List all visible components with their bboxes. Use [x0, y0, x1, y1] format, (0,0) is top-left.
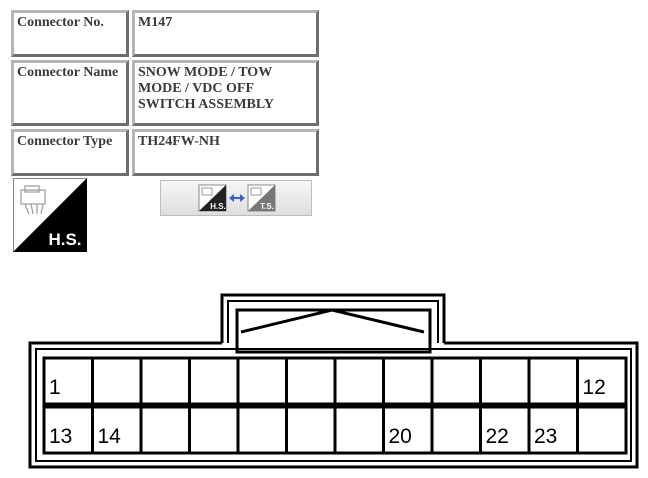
connector-no-row: Connector No. M147	[11, 10, 319, 57]
terminal-cavity	[91, 405, 143, 455]
terminal-cavity	[576, 356, 628, 406]
terminal-side-icon-small: T.S.	[247, 184, 276, 212]
terminal-number: 22	[486, 425, 509, 448]
terminal-cavity	[527, 405, 579, 455]
harness-side-icon-small: H.S.	[198, 184, 227, 212]
connector-latch	[220, 293, 446, 354]
connector-type-row: Connector Type TH24FW-NH	[11, 129, 319, 176]
terminal-cavity	[430, 356, 482, 406]
terminal-cavity	[285, 405, 337, 455]
terminal-number: 13	[49, 425, 72, 448]
terminal-cavity	[236, 356, 288, 406]
terminal-cavity	[527, 356, 579, 406]
connector-name-value: SNOW MODE / TOW MODE / VDC OFF SWITCH AS…	[132, 60, 319, 126]
terminal-number: 23	[534, 425, 557, 448]
terminal-cavity	[236, 405, 288, 455]
terminal-cavity	[91, 356, 143, 406]
connector-type-label: Connector Type	[11, 129, 129, 176]
terminal-cavity	[382, 356, 434, 406]
terminal-cavity	[479, 356, 531, 406]
harness-side-icon: H.S.	[13, 178, 87, 257]
terminal-number: 14	[98, 425, 122, 448]
terminal-number: 1	[49, 376, 61, 399]
terminal-grid: 1 12 13 14 20 22 23	[42, 356, 628, 455]
terminal-cavity	[576, 405, 628, 455]
connector-body	[28, 341, 639, 469]
terminal-cavity	[42, 405, 94, 455]
terminal-cavity	[139, 405, 191, 455]
view-toggle-button[interactable]: H.S. T.S.	[160, 180, 312, 216]
connector-name-row: Connector Name SNOW MODE / TOW MODE / VD…	[11, 60, 319, 126]
terminal-cavity	[188, 405, 240, 455]
terminal-cavity	[139, 356, 191, 406]
connector-no-label: Connector No.	[11, 10, 129, 57]
terminal-cavity	[382, 405, 434, 455]
terminal-cavity	[188, 356, 240, 406]
connector-type-value: TH24FW-NH	[132, 129, 319, 176]
swap-arrow-icon	[229, 194, 245, 202]
connector-info-table: Connector No. M147 Connector Name SNOW M…	[8, 7, 322, 179]
terminal-cavity	[333, 405, 385, 455]
terminal-cavity	[430, 405, 482, 455]
terminal-cavity	[285, 356, 337, 406]
terminal-number: 12	[583, 376, 606, 399]
hs-badge-text: H.S.	[48, 230, 81, 249]
terminal-cavity	[479, 405, 531, 455]
connector-name-label: Connector Name	[11, 60, 129, 126]
toggle-ts-text: T.S.	[260, 202, 274, 211]
connector-outline-icon	[20, 185, 46, 215]
terminal-number: 20	[389, 425, 412, 448]
toggle-hs-text: H.S.	[210, 202, 226, 211]
terminal-cavity	[333, 356, 385, 406]
connector-no-value: M147	[132, 10, 319, 57]
